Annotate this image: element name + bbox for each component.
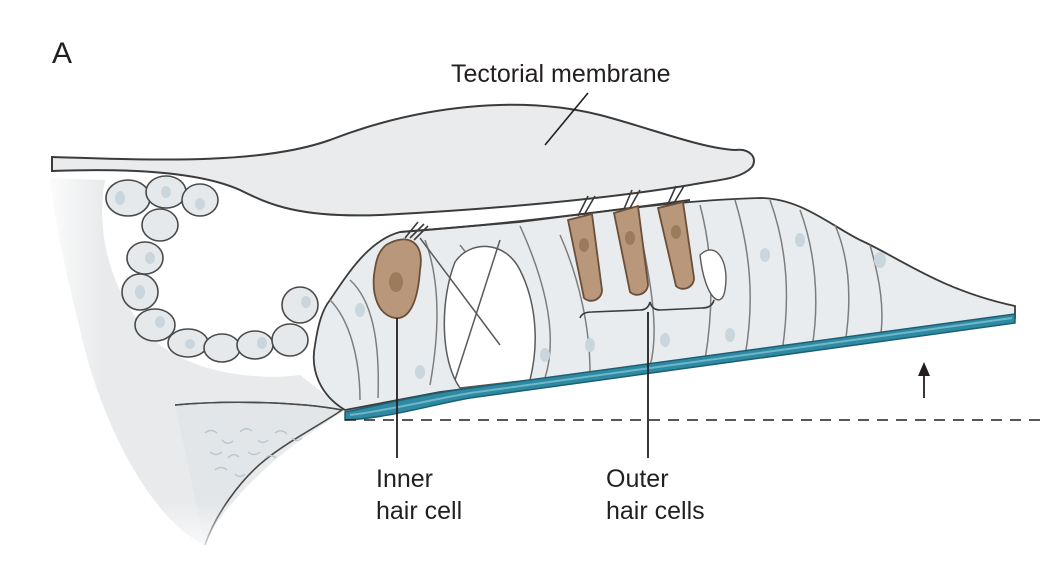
outer-hair-cells-label-line1: Outer bbox=[606, 465, 669, 493]
inner-hair-cell-label-line1: Inner bbox=[376, 465, 433, 493]
basilar-membrane-highlight bbox=[349, 317, 1013, 416]
outer-hair-cells-label-line2: hair cells bbox=[606, 497, 705, 525]
outer-hair-cells-bracket bbox=[579, 299, 715, 319]
tunnel-of-corti bbox=[443, 245, 536, 389]
organ-nuclei bbox=[355, 233, 886, 379]
upward-arrow-icon bbox=[918, 362, 930, 398]
tectorial-leader bbox=[544, 92, 589, 146]
outer-hair-cell-3 bbox=[656, 185, 695, 290]
reticular-lamina bbox=[399, 199, 691, 233]
outer-hair-cell-2 bbox=[612, 189, 649, 296]
bone-texture bbox=[204, 428, 303, 478]
outer-hair-cell-1 bbox=[566, 195, 603, 302]
tectorial-membrane bbox=[51, 103, 755, 217]
panel-letter: A bbox=[52, 37, 72, 70]
inner-hair-cell-label-line2: hair cell bbox=[376, 497, 462, 525]
cell-nuclei bbox=[115, 186, 311, 349]
pillar-cells bbox=[419, 237, 501, 381]
inner-hair-cell bbox=[372, 221, 429, 319]
tectorial-membrane-label: Tectorial membrane bbox=[451, 60, 671, 88]
outer-tunnel bbox=[699, 249, 727, 301]
spiral-limbus bbox=[40, 170, 345, 560]
